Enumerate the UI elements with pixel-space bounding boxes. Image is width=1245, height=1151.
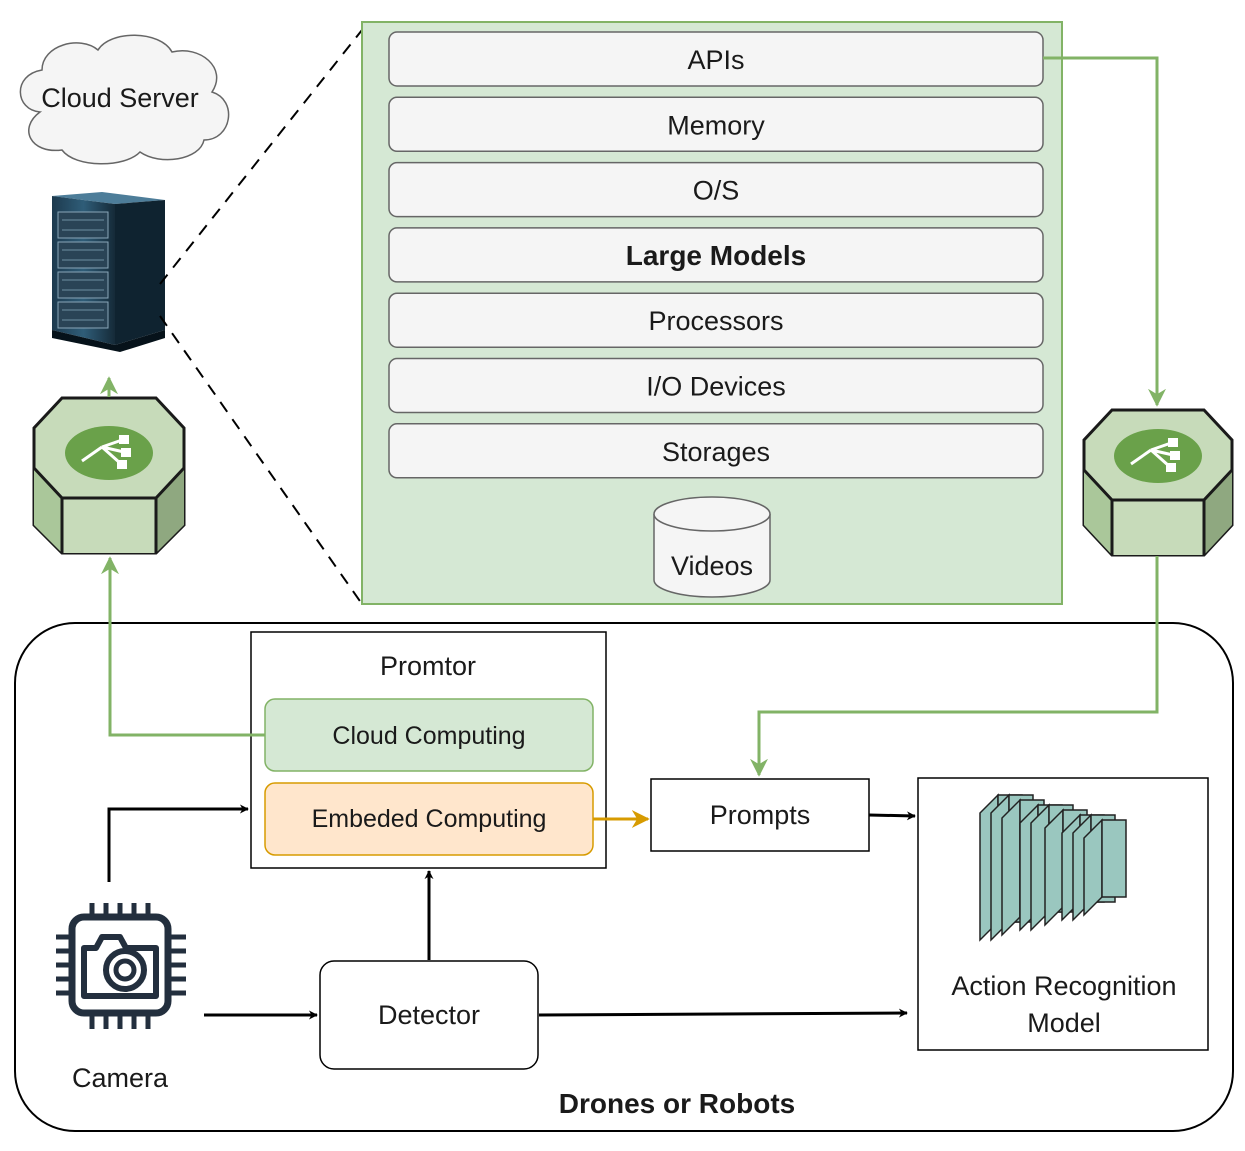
action-model-line1: Action Recognition [951,971,1176,1001]
cnn-slab-face [1101,819,1127,898]
videos-label: Videos [671,551,753,581]
arrow-prompts-to-model [868,811,916,821]
stack-layer-box [388,161,1044,218]
zoom-line-bottom [159,315,363,605]
network-hub-icon [1082,408,1234,557]
camera-chip-icon [56,903,186,1029]
arrow-apis-to-hub [1043,56,1166,407]
detector-box [319,960,539,1070]
detector-label: Detector [378,1000,480,1030]
cnn-layers-icon [979,793,1127,942]
prompts-box [650,778,870,852]
promptor-title: Promtor [380,651,476,681]
cloud-shape [19,34,230,165]
prompts-label: Prompts [710,800,811,830]
cnn-slab [1044,808,1064,927]
stack-layer-label: O/S [693,176,740,206]
arrow-cloud-computing-to-hub [101,556,265,737]
stack-layer-label: Processors [648,306,783,336]
stack-layer-box [388,423,1044,479]
network-hub-icon [32,396,186,555]
stack-layer-label: Storages [662,437,770,467]
stack-layer-label: APIs [687,45,744,75]
cnn-slab [1001,798,1021,937]
cloud-computing-label: Cloud Computing [332,722,525,750]
embedded-computing-label: Embeded Computing [312,805,547,833]
server-rack-icon [52,192,165,352]
stack-layer-label: I/O Devices [646,372,786,402]
action-model-line2: Model [1027,1008,1101,1038]
arrow-detector-to-model [538,1008,908,1018]
stack-layer-box [388,292,1044,348]
stack-layer-box [388,227,1044,283]
device-container [14,622,1234,1132]
stack-layer-box [388,357,1044,414]
arrow-hub-to-prompts [750,556,1159,777]
device-title: Drones or Robots [559,1088,795,1119]
camera-label: Camera [72,1063,169,1093]
cnn-slab [1083,818,1103,917]
stack-layer-label: Large Models [626,240,806,271]
arrow-camera-to-promptor [107,804,249,882]
stack-layer-label: Memory [667,110,765,140]
database-cylinder: Videos [653,496,771,598]
stack-layer-box [388,96,1044,153]
cloud-server: Cloud Server [19,34,230,165]
cloud-server-label: Cloud Server [41,83,199,113]
